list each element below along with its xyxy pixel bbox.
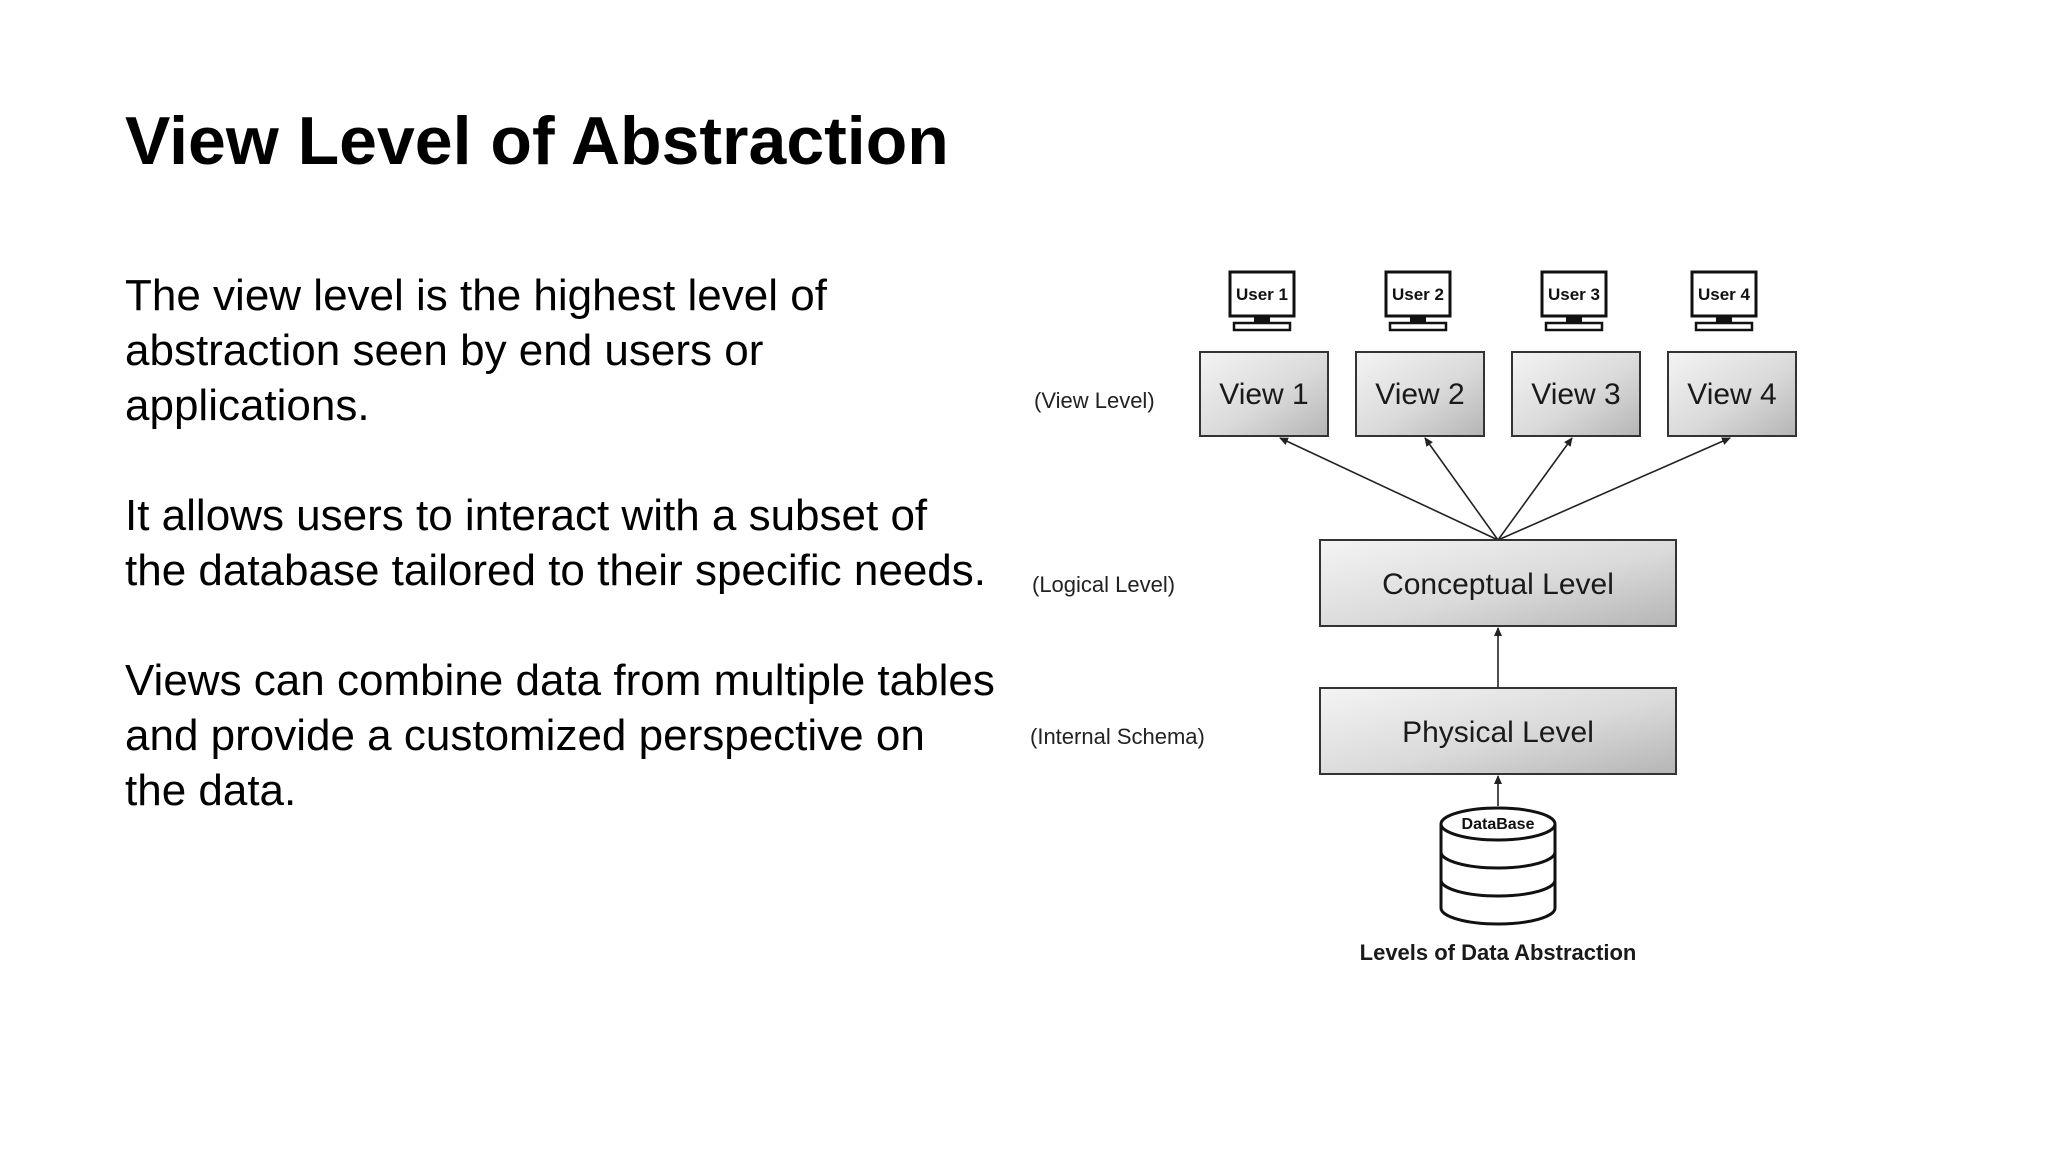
view-box-4: View 4 [1667,351,1797,437]
conceptual-level-label: Conceptual Level [1382,568,1614,601]
view-box-3: View 3 [1511,351,1641,437]
user-label-4: User 4 [1698,285,1751,304]
paragraph-combine: Views can combine data from multiple tab… [125,656,995,815]
view-label-4: View 4 [1687,378,1777,411]
paragraph-subset: It allows users to interact with a subse… [125,491,986,595]
slide-title: View Level of Abstraction [125,103,949,179]
view-label-2: View 2 [1375,378,1465,411]
monitor-icon [1690,270,1758,332]
diagram-caption: Levels of Data Abstraction [1360,940,1637,965]
user-label-1: User 1 [1236,285,1288,304]
user-monitor-1: User 1 [1228,270,1296,332]
paragraph-view-level: The view level is the highest level of a… [125,271,827,430]
view-box-1: View 1 [1199,351,1329,437]
database-icon: DataBase [1439,806,1557,926]
database-label: DataBase [1462,816,1535,833]
physical-level-label: Physical Level [1402,716,1594,749]
view-label-1: View 1 [1219,378,1309,411]
arrow-up-icon [1497,437,1731,541]
arrow-up-icon [1279,437,1499,541]
monitor-icon [1540,270,1608,332]
user-label-2: User 2 [1392,285,1444,304]
side-label-view-level: (View Level) [1034,388,1155,413]
user-label-3: User 3 [1548,285,1600,304]
levels-of-abstraction-diagram: User 1 User 2 User 3 User 4 View 1 View … [1030,270,1797,965]
user-monitor-4: User 4 [1690,270,1758,332]
user-monitor-3: User 3 [1540,270,1608,332]
physical-level-box: Physical Level [1319,687,1677,775]
monitor-icon [1228,270,1296,332]
side-label-logical-level: (Logical Level) [1032,572,1175,597]
arrow-up-icon [1424,437,1499,541]
conceptual-level-box: Conceptual Level [1319,539,1677,627]
view-box-2: View 2 [1355,351,1485,437]
view-label-3: View 3 [1531,378,1621,411]
user-monitor-2: User 2 [1384,270,1452,332]
monitor-icon [1384,270,1452,332]
side-label-internal-schema: (Internal Schema) [1030,724,1205,749]
arrow-up-icon [1497,437,1573,541]
slide-body: The view level is the highest level of a… [125,268,995,873]
